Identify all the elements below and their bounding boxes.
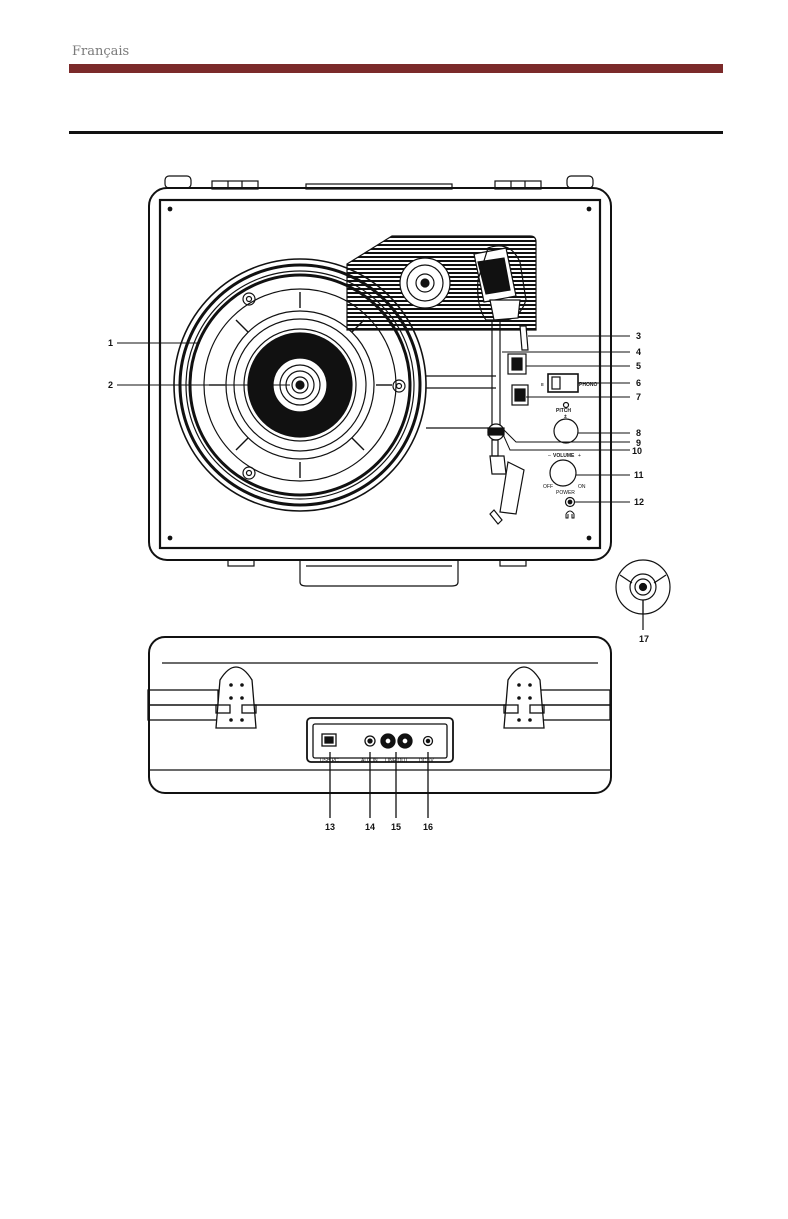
power-label: POWER (556, 490, 575, 496)
callout-8: 8 (636, 428, 641, 438)
callout-2: 2 (108, 380, 113, 390)
svg-text:–: – (548, 453, 551, 459)
dc-label: DC 5V (419, 758, 434, 764)
callout-17: 17 (639, 634, 649, 644)
top-view: ʙ (149, 176, 611, 586)
callout-10: 10 (632, 446, 642, 456)
svg-text:ʙ: ʙ (541, 382, 544, 388)
callout-16: 16 (423, 822, 433, 832)
callout-13: 13 (325, 822, 335, 832)
callout-7: 7 (636, 392, 641, 402)
svg-text:+: + (578, 453, 581, 459)
usb-label: USB PC (320, 758, 339, 764)
callout-12: 12 (634, 497, 644, 507)
callout-6: 6 (636, 378, 641, 388)
volume-knob (550, 460, 576, 486)
callout-11: 11 (634, 470, 644, 480)
callout-5: 5 (636, 361, 641, 371)
rear-view (148, 637, 611, 818)
callout-14: 14 (365, 822, 375, 832)
aux-label: AUX IN (361, 758, 378, 764)
volume-label: VOLUME (553, 453, 575, 459)
adapter-45rpm (616, 560, 670, 630)
callout-4: 4 (636, 347, 641, 357)
callout-1: 1 (108, 338, 113, 348)
on-label: ON (578, 484, 586, 490)
callout-15: 15 (391, 822, 401, 832)
pitch-knob (554, 419, 578, 443)
line-out-label: LINE OUT (385, 758, 408, 764)
svg-text:±: ± (564, 414, 567, 420)
off-label: OFF (543, 484, 553, 490)
callout-3: 3 (636, 331, 641, 341)
